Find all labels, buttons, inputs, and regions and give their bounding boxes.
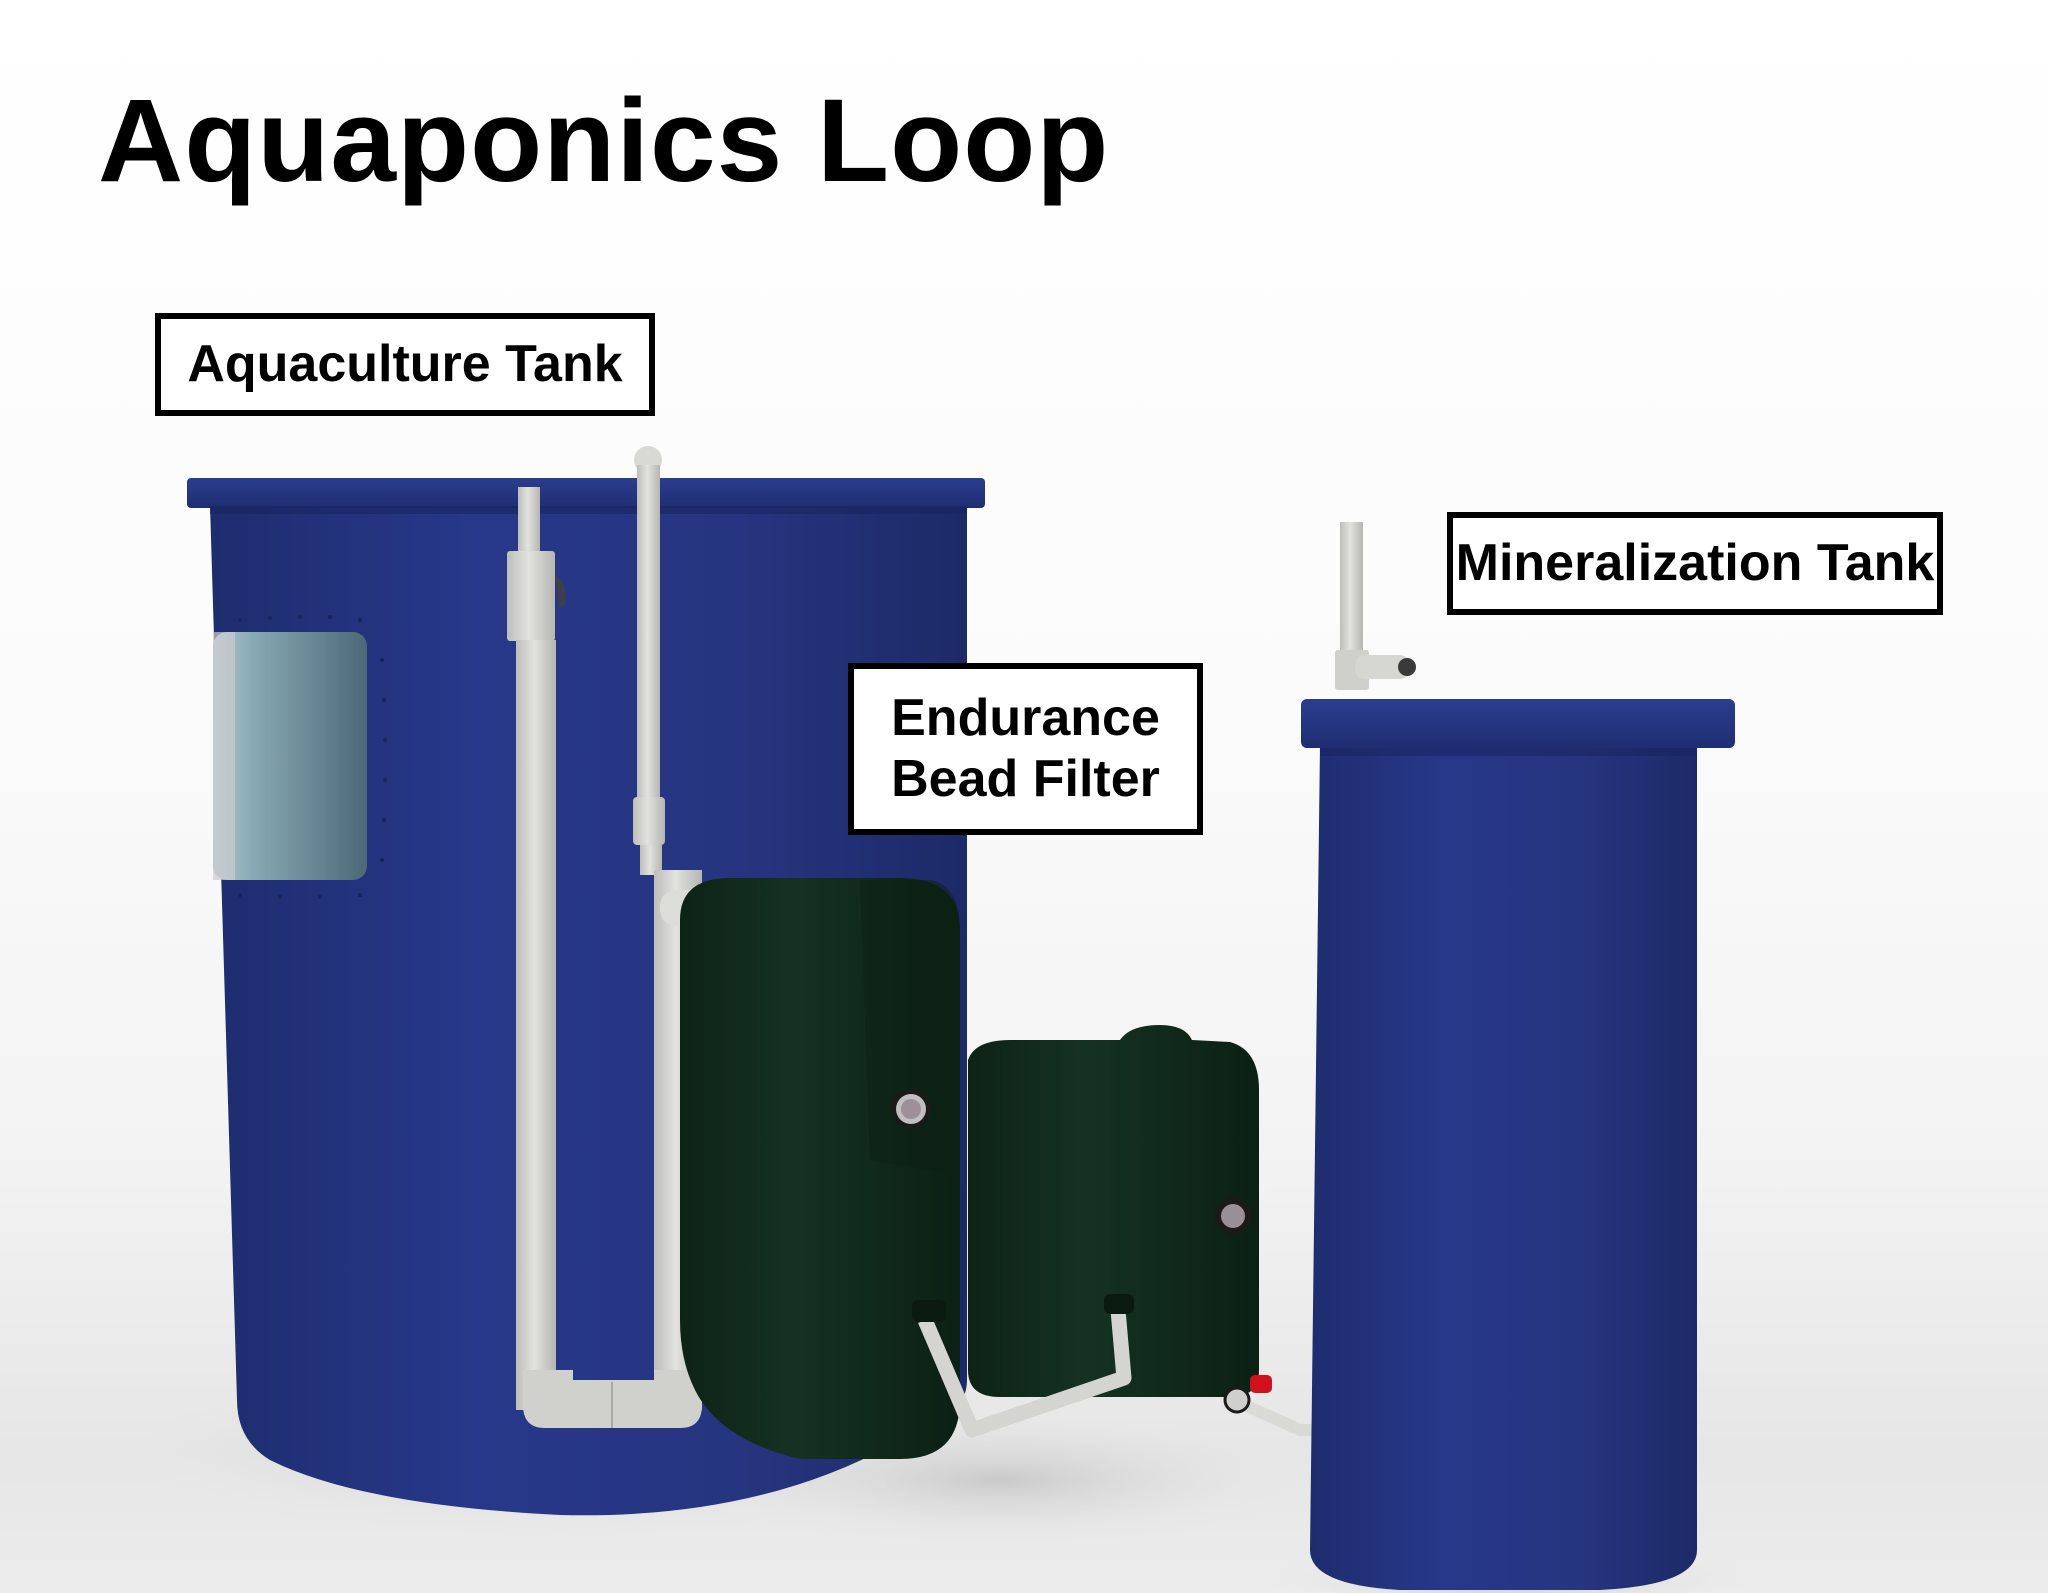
viewing-window [213,615,387,899]
page-title: Aquaponics Loop [98,75,1110,207]
return-pipe [507,487,566,1410]
mineralization-tank [1301,522,1735,1590]
inlet-pipe [1340,522,1363,672]
mineralization-tank-rim [1301,699,1735,748]
label-bead-filter-line1: Endurance [891,688,1160,747]
label-bead-filter-line2: Bead Filter [891,750,1160,808]
sight-port-front [891,1089,931,1129]
label-mineralization-tank-text: Mineralization Tank [1455,533,1935,592]
sight-port-rear [1215,1198,1251,1234]
label-aquaculture-tank-text: Aquaculture Tank [187,334,623,393]
valve-handle [1250,1375,1272,1393]
label-aquaculture-tank: Aquaculture Tank [155,313,655,416]
aquaculture-tank-rim [187,478,985,508]
crossover-pipe [918,1309,1132,1438]
label-bead-filter: Endurance Bead Filter [848,663,1203,835]
label-mineralization-tank: Mineralization Tank [1447,512,1943,615]
bead-filter [680,878,1259,1459]
